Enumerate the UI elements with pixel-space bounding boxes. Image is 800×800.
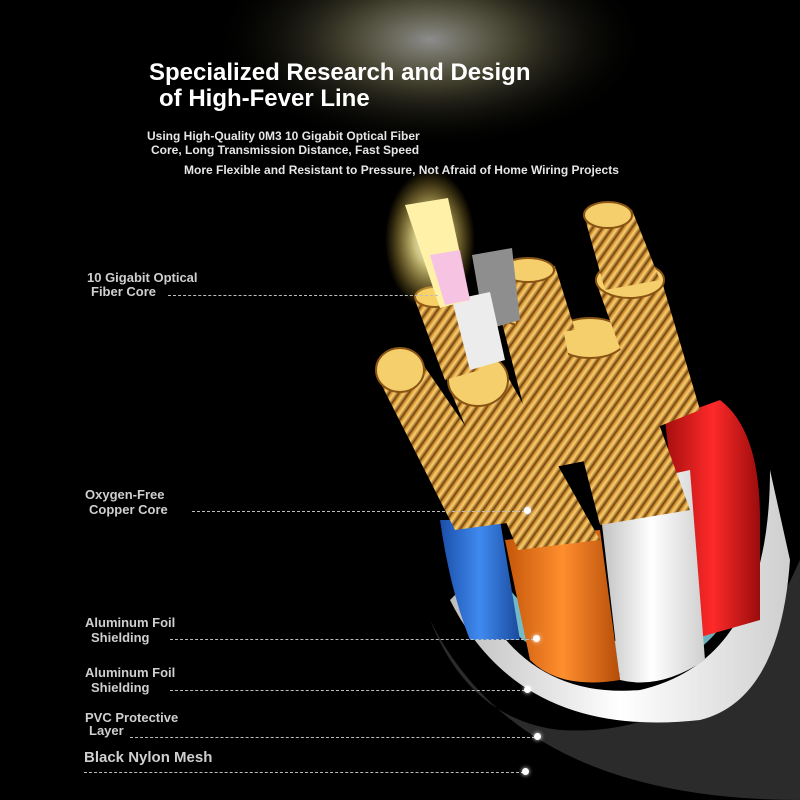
label-copper-line-2: Copper Core: [89, 502, 168, 517]
leader-foil1: [170, 639, 534, 640]
label-fiber-line-2: Fiber Core: [91, 284, 157, 299]
marker-pvc: [534, 733, 541, 740]
top-light-glow: [210, 0, 650, 150]
label-pvc-line-2: Layer: [89, 723, 124, 738]
label-foil2-line-2: Shielding: [91, 680, 150, 695]
leader-fiber: [168, 295, 438, 296]
subtext-line-2: Core, Long Transmission Distance, Fast S…: [151, 143, 420, 157]
subtext-line-1: Using High-Quality 0M3 10 Gigabit Optica…: [147, 129, 420, 143]
marker-copper: [524, 507, 531, 514]
leader-foil2: [170, 690, 525, 691]
label-pvc-line-1: PVC Protective: [85, 710, 179, 725]
label-foil1-line-1: Aluminum Foil: [85, 615, 176, 630]
white-wire: [598, 470, 705, 683]
copper-strands: [375, 201, 700, 550]
headline-line-1: Specialized Research and Design: [149, 59, 531, 86]
label-copper-line-1: Oxygen-Free: [85, 487, 165, 502]
leader-copper: [192, 511, 525, 512]
label-foil1-line-2: Shielding: [91, 630, 150, 645]
marker-foil1: [533, 635, 540, 642]
headline-line-2: of High-Fever Line: [159, 85, 370, 112]
pvc-layer: [450, 470, 790, 723]
label-fiber-line-1: 10 Gigabit Optical: [87, 270, 198, 285]
leader-pvc: [130, 737, 535, 738]
white-fiber-sheath: [452, 292, 505, 370]
label-mesh: Black Nylon Mesh: [84, 749, 213, 766]
marker-mesh: [522, 768, 529, 775]
orange-wire: [505, 530, 620, 683]
blue-wire: [440, 520, 520, 640]
label-foil2-line-1: Aluminum Foil: [85, 665, 176, 680]
subtext-line-3: More Flexible and Resistant to Pressure,…: [184, 163, 619, 177]
marker-foil2: [524, 686, 531, 693]
leader-mesh: [84, 772, 524, 773]
nylon-mesh-layer: [430, 560, 800, 800]
